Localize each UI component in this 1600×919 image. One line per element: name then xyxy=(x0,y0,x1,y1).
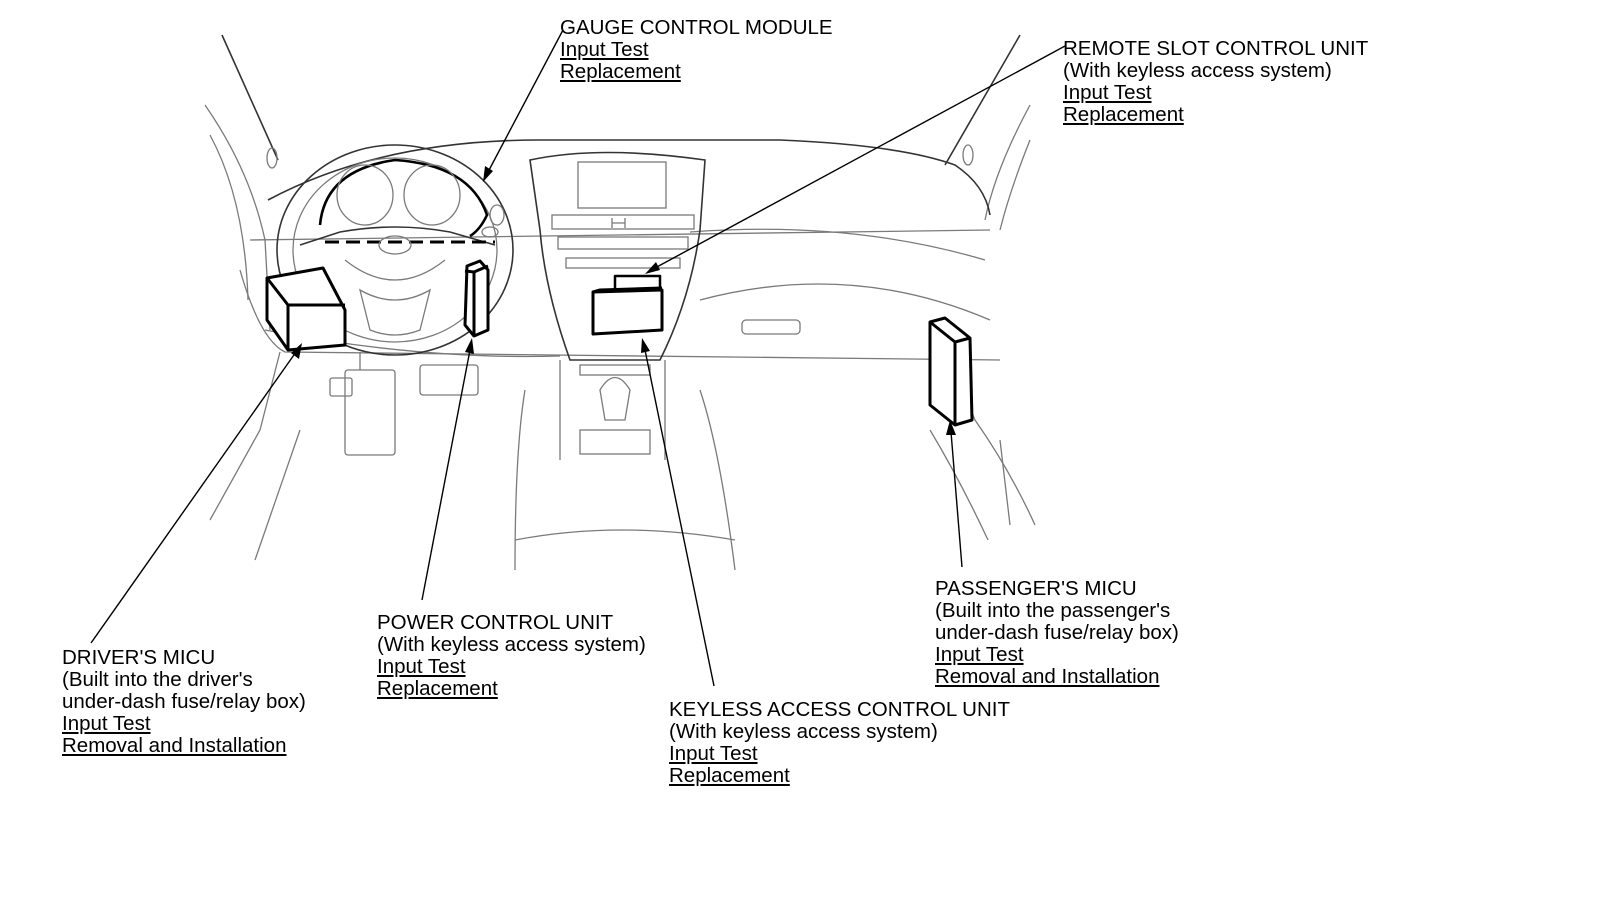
center-stack xyxy=(514,151,736,571)
remote-slot-title: REMOTE SLOT CONTROL UNIT xyxy=(1063,37,1369,60)
keyless-access-note: (With keyless access system) xyxy=(669,720,938,743)
drivers-micu-note-2: under-dash fuse/relay box) xyxy=(62,690,306,713)
remote-slot-control-unit-box xyxy=(613,274,662,290)
power-control-replacement-link[interactable]: Replacement xyxy=(377,677,498,700)
power-control-input-test-link[interactable]: Input Test xyxy=(377,655,466,678)
power-control-note: (With keyless access system) xyxy=(377,633,646,656)
passengers-micu-title: PASSENGER'S MICU xyxy=(935,577,1137,600)
leader-lines xyxy=(90,29,1066,687)
drivers-micu-callout: DRIVER'S MICU (Built into the driver's u… xyxy=(62,647,306,757)
gauge-control-module-callout: GAUGE CONTROL MODULE Input Test Replacem… xyxy=(560,17,833,83)
keyless-access-replacement-link[interactable]: Replacement xyxy=(669,764,790,787)
a-pillars xyxy=(204,34,1031,331)
passengers-micu-note-1: (Built into the passenger's xyxy=(935,599,1171,622)
dashboard-outline xyxy=(209,139,1036,561)
drivers-micu-box xyxy=(265,266,347,352)
drivers-micu-input-test-link[interactable]: Input Test xyxy=(62,712,151,735)
steering-wheel xyxy=(276,144,514,356)
passengers-micu-note-2: under-dash fuse/relay box) xyxy=(935,621,1179,644)
remote-slot-note: (With keyless access system) xyxy=(1063,59,1332,82)
remote-slot-input-test-link[interactable]: Input Test xyxy=(1063,81,1152,104)
power-control-unit-callout: POWER CONTROL UNIT (With keyless access … xyxy=(377,612,646,700)
power-control-unit-box xyxy=(463,259,490,338)
passengers-micu-box xyxy=(928,316,974,427)
passengers-micu-input-test-link[interactable]: Input Test xyxy=(935,643,1024,666)
keyless-access-control-unit-box xyxy=(591,286,664,336)
drivers-micu-title: DRIVER'S MICU xyxy=(62,646,216,669)
gauge-control-module-title: GAUGE CONTROL MODULE xyxy=(560,16,833,39)
drivers-micu-note-1: (Built into the driver's xyxy=(62,668,253,691)
keyless-access-input-test-link[interactable]: Input Test xyxy=(669,742,758,765)
passengers-micu-removal-link[interactable]: Removal and Installation xyxy=(935,665,1160,688)
remote-slot-replacement-link[interactable]: Replacement xyxy=(1063,103,1184,126)
keyless-access-control-unit-callout: KEYLESS ACCESS CONTROL UNIT (With keyles… xyxy=(669,699,1010,787)
passengers-micu-callout: PASSENGER'S MICU (Built into the passeng… xyxy=(935,578,1179,688)
remote-slot-control-unit-callout: REMOTE SLOT CONTROL UNIT (With keyless a… xyxy=(1063,38,1368,126)
pedals xyxy=(329,352,479,456)
gauge-input-test-link[interactable]: Input Test xyxy=(560,38,649,61)
gauge-replacement-link[interactable]: Replacement xyxy=(560,60,681,83)
drivers-micu-removal-link[interactable]: Removal and Installation xyxy=(62,734,287,757)
power-control-title: POWER CONTROL UNIT xyxy=(377,611,614,634)
keyless-access-title: KEYLESS ACCESS CONTROL UNIT xyxy=(669,698,1010,721)
